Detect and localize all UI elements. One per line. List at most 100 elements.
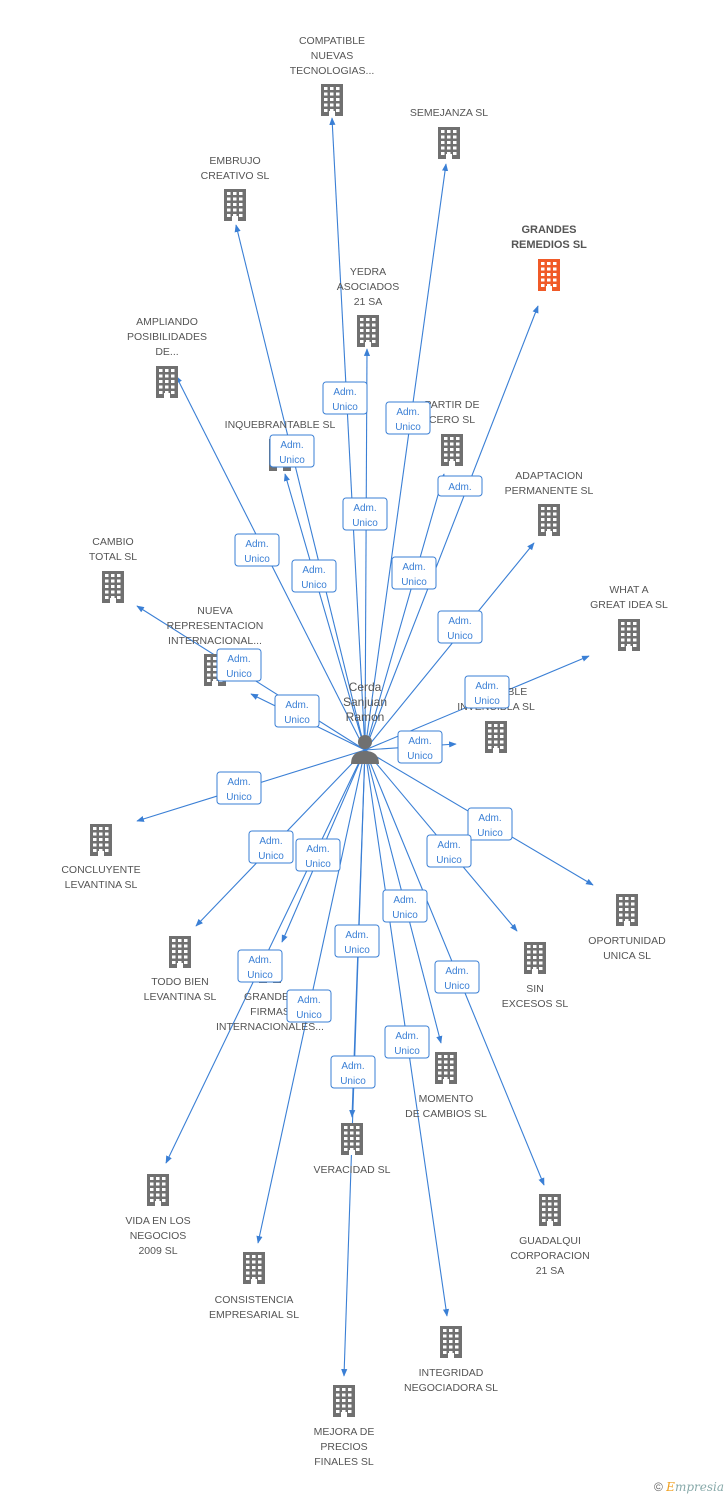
company-label[interactable]: FIRMAS xyxy=(250,1006,290,1018)
badge-text: Adm. xyxy=(437,840,460,851)
role-badge: Adm.Unico xyxy=(237,949,283,983)
building-icon xyxy=(539,1194,561,1226)
company-node-veracidad[interactable]: VERACIDAD SL xyxy=(313,1123,391,1176)
company-label[interactable]: CREATIVO SL xyxy=(201,170,270,182)
company-node-compatible[interactable]: COMPATIBLE NUEVAS TECNOLOGIAS... xyxy=(290,35,375,116)
company-label[interactable]: COMPATIBLE xyxy=(299,35,365,47)
company-label[interactable]: INQUEBRANTABLE SL xyxy=(225,419,336,431)
edge-partir xyxy=(364,473,446,751)
company-label[interactable]: MEJORA DE xyxy=(314,1426,375,1438)
company-label[interactable]: VERACIDAD SL xyxy=(313,1164,390,1176)
company-node-embrujo[interactable]: EMBRUJO CREATIVO SL xyxy=(201,155,270,221)
company-node-guadalqui[interactable]: GUADALQUI CORPORACION 21 SA xyxy=(510,1194,590,1277)
person-icon xyxy=(351,735,379,764)
company-label[interactable]: SEMEJANZA SL xyxy=(410,107,488,119)
company-node-momento[interactable]: MOMENTO DE CAMBIOS SL xyxy=(405,1052,487,1120)
badge-text: Unico xyxy=(344,945,370,956)
badge-text: Unico xyxy=(395,422,421,433)
company-label[interactable]: YEDRA xyxy=(350,266,386,278)
company-node-todobien[interactable]: TODO BIEN LEVANTINA SL xyxy=(144,936,217,1003)
company-label[interactable]: EXCESOS SL xyxy=(502,998,569,1010)
company-label[interactable]: POSIBILIDADES xyxy=(127,331,207,343)
company-node-oportunidad[interactable]: OPORTUNIDAD UNICA SL xyxy=(588,894,666,962)
company-label[interactable]: DE CAMBIOS SL xyxy=(405,1108,487,1120)
company-node-ampliando[interactable]: AMPLIANDO POSIBILIDADES DE... xyxy=(127,316,207,398)
company-label[interactable]: CERO SL xyxy=(429,414,475,426)
role-badge: Adm.Unico xyxy=(397,730,443,764)
role-badge: Adm.Unico xyxy=(426,834,472,868)
company-label[interactable]: NEGOCIOS xyxy=(130,1230,187,1242)
edge-embrujo xyxy=(234,224,366,751)
building-icon xyxy=(156,366,178,398)
company-label[interactable]: REMEDIOS SL xyxy=(511,239,587,251)
company-label[interactable]: GRANDES xyxy=(521,224,576,236)
company-node-partir[interactable]: PARTIR DE CERO SL xyxy=(424,399,480,466)
company-node-semejanza[interactable]: SEMEJANZA SL xyxy=(410,107,488,159)
company-label[interactable]: PARTIR DE xyxy=(424,399,479,411)
badge-text: Adm. xyxy=(227,777,250,788)
company-label[interactable]: DE... xyxy=(155,346,178,358)
company-label[interactable]: CONSISTENCIA xyxy=(215,1294,294,1306)
company-node-adaptacion[interactable]: ADAPTACION PERMANENTE SL xyxy=(505,470,594,536)
badge-text: Unico xyxy=(447,631,473,642)
company-node-vida[interactable]: VIDA EN LOS NEGOCIOS 2009 SL xyxy=(125,1174,191,1257)
company-label[interactable]: WHAT A xyxy=(609,584,648,596)
company-label[interactable]: CAMBIO xyxy=(92,536,133,548)
badge-text: Unico xyxy=(332,402,358,413)
company-label[interactable]: INTERNACIONALES... xyxy=(216,1021,324,1033)
company-node-grandes_remedios[interactable]: GRANDES REMEDIOS SL xyxy=(511,224,587,291)
company-node-integridad[interactable]: INTEGRIDAD NEGOCIADORA SL xyxy=(404,1326,498,1394)
company-label[interactable]: PRECIOS xyxy=(320,1441,367,1453)
company-label[interactable]: PERMANENTE SL xyxy=(505,485,594,497)
center-person-label[interactable]: Ramon xyxy=(346,710,385,724)
building-icon xyxy=(441,434,463,466)
company-node-sinexcesos[interactable]: SIN EXCESOS SL xyxy=(502,942,569,1010)
company-label[interactable]: INTEGRIDAD xyxy=(419,1367,484,1379)
company-label[interactable]: NUEVA xyxy=(197,605,232,617)
company-label[interactable]: OPORTUNIDAD xyxy=(588,935,666,947)
company-label[interactable]: FINALES SL xyxy=(314,1456,374,1468)
company-label[interactable]: EMBRUJO xyxy=(209,155,260,167)
role-badge: Adm.Unico xyxy=(295,838,341,872)
company-label[interactable]: TOTAL SL xyxy=(89,551,137,563)
company-label[interactable]: REPRESENTACION xyxy=(167,620,264,632)
company-label[interactable]: LEVANTINA SL xyxy=(65,879,138,891)
center-person-label[interactable]: Cerda xyxy=(349,680,382,694)
company-node-what[interactable]: WHAT A GREAT IDEA SL xyxy=(590,584,668,651)
company-label[interactable]: CONCLUYENTE xyxy=(61,864,140,876)
company-label[interactable]: UNICA SL xyxy=(603,950,651,962)
company-node-concluyente[interactable]: CONCLUYENTE LEVANTINA SL xyxy=(61,824,141,891)
center-person-label[interactable]: Sanjuan xyxy=(343,695,387,709)
company-label[interactable]: 2009 SL xyxy=(138,1245,177,1257)
company-label[interactable]: INTERNACIONAL... xyxy=(168,635,262,647)
role-badge: Adm.Unico xyxy=(216,648,262,682)
company-label[interactable]: SIN xyxy=(526,983,544,995)
company-node-cambio[interactable]: CAMBIO TOTAL SL xyxy=(89,536,137,603)
company-label[interactable]: VIDA EN LOS xyxy=(125,1215,190,1227)
company-label[interactable]: 21 SA xyxy=(354,296,383,308)
company-label[interactable]: ASOCIADOS xyxy=(337,281,399,293)
company-label[interactable]: GREAT IDEA SL xyxy=(590,599,668,611)
company-node-consistencia[interactable]: CONSISTENCIA EMPRESARIAL SL xyxy=(209,1252,299,1321)
badge-text: Unico xyxy=(296,1010,322,1021)
role-badge: Adm.Unico xyxy=(384,1025,430,1059)
brand-footer: © Empresia xyxy=(654,1480,724,1494)
company-label[interactable]: NUEVAS xyxy=(311,50,353,62)
company-label[interactable]: GUADALQUI xyxy=(519,1235,581,1247)
company-label[interactable]: CORPORACION xyxy=(510,1250,589,1262)
company-node-yedra[interactable]: YEDRA ASOCIADOS 21 SA xyxy=(337,266,399,347)
company-label[interactable]: TODO BIEN xyxy=(151,976,209,988)
company-node-mejora[interactable]: MEJORA DE PRECIOS FINALES SL xyxy=(314,1385,375,1468)
company-label[interactable]: EMPRESARIAL SL xyxy=(209,1309,299,1321)
company-label[interactable]: GRANDES xyxy=(244,991,296,1003)
company-label[interactable]: NEGOCIADORA SL xyxy=(404,1382,498,1394)
company-label[interactable]: TECNOLOGIAS... xyxy=(290,65,375,77)
company-label[interactable]: AMPLIANDO xyxy=(136,316,198,328)
company-label[interactable]: 21 SA xyxy=(536,1265,565,1277)
badge-text: Adm. xyxy=(259,836,282,847)
badge-text: Unico xyxy=(226,669,252,680)
company-label[interactable]: MOMENTO xyxy=(419,1093,474,1105)
company-label[interactable]: ADAPTACION xyxy=(515,470,582,482)
company-label[interactable]: LEVANTINA SL xyxy=(144,991,217,1003)
